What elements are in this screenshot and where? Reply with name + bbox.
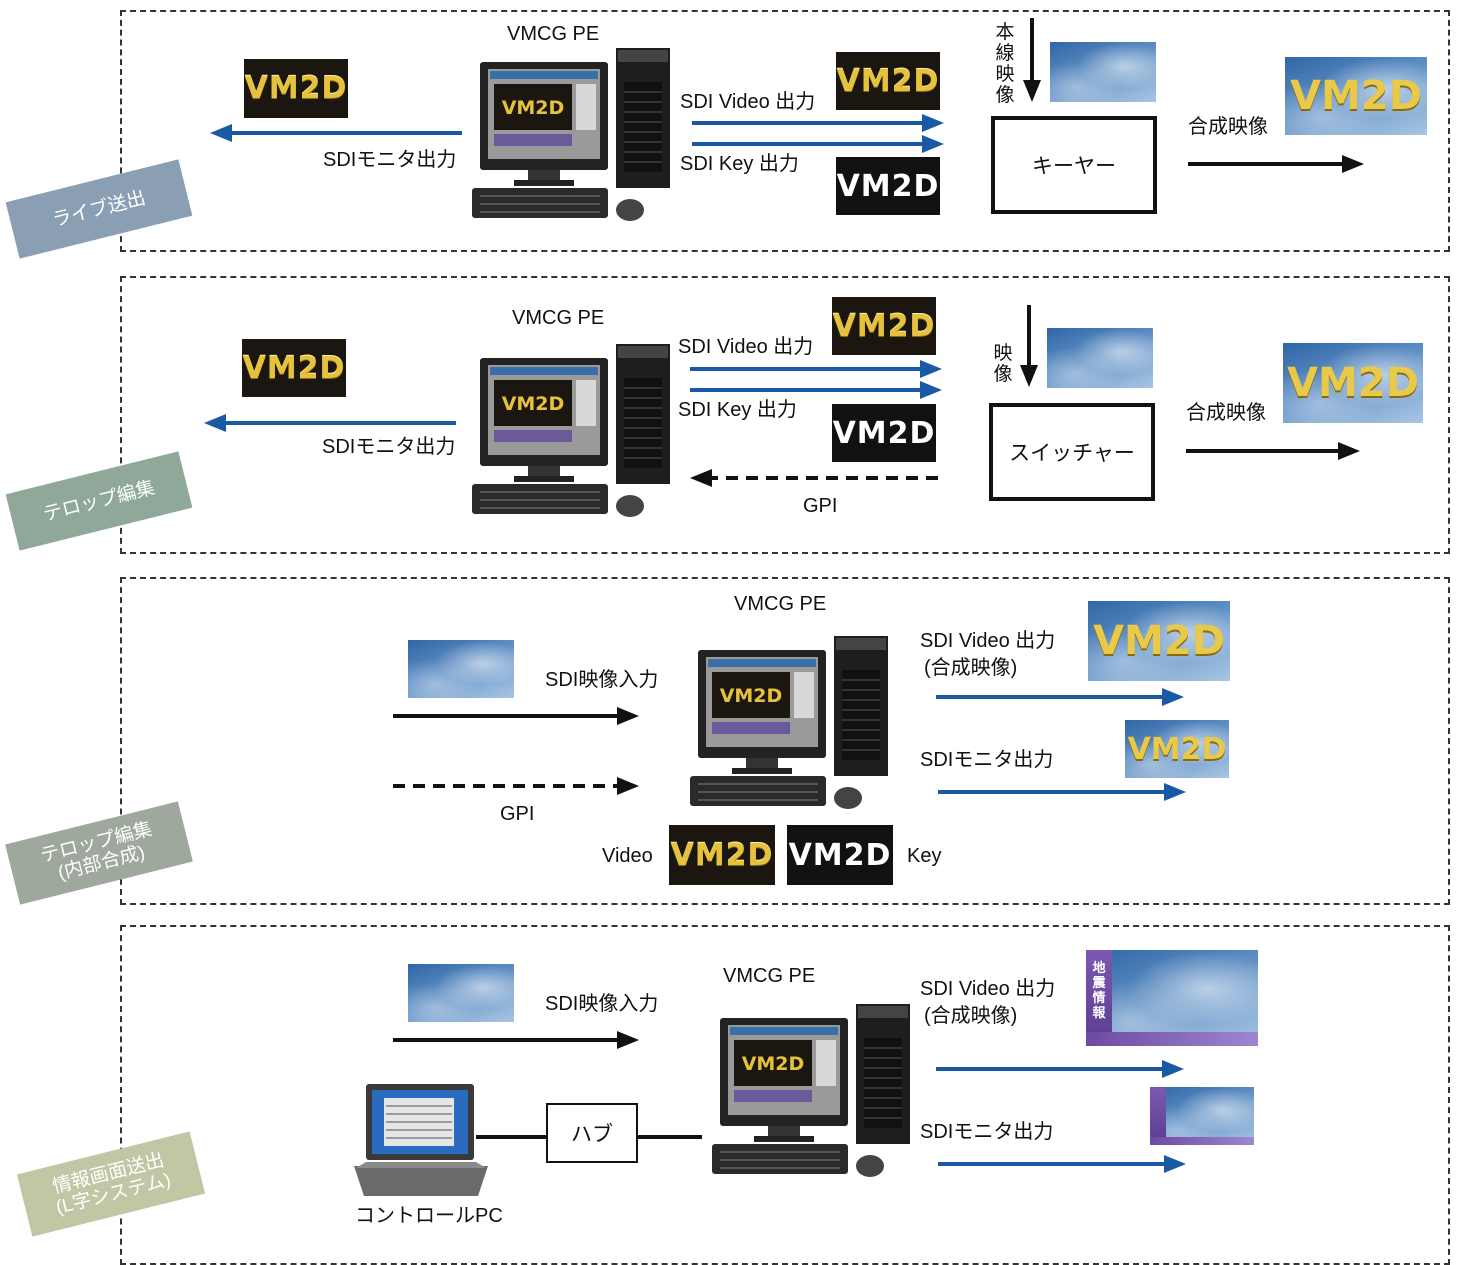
keyer-box: キーヤー [991, 116, 1157, 214]
video-output-label: SDI Video 出力 [678, 336, 814, 358]
gpi-arrow [690, 469, 938, 487]
monitor-output-arrow [204, 414, 456, 432]
composite-thumbnail: VM2D [1088, 601, 1230, 681]
input-label: SDI映像入力 [545, 993, 659, 1015]
monitor-output-arrow [938, 783, 1186, 801]
input-label-vertical: 本線映像 [995, 22, 1015, 106]
input-label-vertical: 映像 [993, 343, 1013, 385]
workstation-image [471, 47, 671, 222]
video-output-label: SDI Video 出力 (合成映像) [920, 978, 1056, 1027]
lshape-title: 地震情報 [1092, 960, 1106, 1020]
network-line-right [638, 1135, 702, 1139]
computer-label: VMCG PE [723, 965, 816, 987]
monitor-output-label: SDIモニタ出力 [920, 749, 1054, 771]
input-arrow [1020, 305, 1038, 387]
logo-badge-video: VM2D [832, 297, 936, 355]
monitor-output-label: SDIモニタ出力 [322, 436, 456, 458]
computer-label: VMCG PE [512, 307, 605, 329]
workstation-image [471, 343, 671, 518]
composite-label: 合成映像 [1188, 116, 1268, 138]
logo-badge-key: VM2D [787, 825, 893, 885]
logo-badge-monitor: VM2D [244, 59, 348, 118]
logo-badge-monitor: VM2D [242, 339, 346, 397]
gpi-label: GPI [803, 495, 838, 517]
logo-badge-key: VM2D [836, 157, 940, 215]
video-output-arrow [936, 688, 1184, 706]
control-pc-laptop [354, 1084, 488, 1196]
composite-thumbnail: VM2D [1283, 343, 1423, 423]
gpi-arrow [393, 777, 639, 795]
monitor-output-label: SDIモニタ出力 [920, 1121, 1054, 1143]
hub-box: ハブ [546, 1103, 638, 1163]
input-video-thumbnail [408, 964, 514, 1022]
key-output-label: SDI Key 出力 [678, 399, 797, 421]
composite-output-arrow [1188, 155, 1364, 173]
logo-badge-video: VM2D [669, 825, 775, 885]
computer-label: VMCG PE [734, 593, 827, 615]
video-output-label: SDI Video 出力 (合成映像) [920, 630, 1056, 679]
workstation-image [711, 1003, 911, 1178]
switcher-box: スイッチャー [989, 403, 1155, 501]
monitor-thumbnail: VM2D [1125, 720, 1229, 778]
input-arrow [393, 1031, 639, 1049]
input-arrow [393, 707, 639, 725]
section-telop-internal-frame [120, 577, 1450, 905]
key-label: Key [907, 845, 942, 867]
logo-badge-video: VM2D [836, 52, 940, 110]
input-video-thumbnail [1047, 328, 1153, 388]
monitor-output-arrow [210, 124, 462, 142]
video-output-arrow [692, 114, 944, 153]
computer-label: VMCG PE [507, 23, 600, 45]
video-label: Video [602, 845, 653, 867]
lshape-monitor-thumbnail [1150, 1087, 1254, 1145]
input-video-thumbnail [408, 640, 514, 698]
workstation-image [689, 635, 889, 810]
composite-thumbnail: VM2D [1285, 57, 1427, 135]
composite-label: 合成映像 [1186, 402, 1266, 424]
section-live-output-frame [120, 10, 1450, 252]
video-output-label: SDI Video 出力 [680, 91, 816, 113]
key-output-label: SDI Key 出力 [680, 153, 799, 175]
composite-output-arrow [1186, 442, 1360, 460]
monitor-output-arrow [938, 1155, 1186, 1173]
video-output-arrow [690, 360, 942, 399]
monitor-output-label: SDIモニタ出力 [323, 149, 457, 171]
input-video-thumbnail [1050, 42, 1156, 102]
input-label: SDI映像入力 [545, 669, 659, 691]
network-line-left [476, 1135, 548, 1139]
gpi-label: GPI [500, 803, 535, 825]
section-telop-edit-frame [120, 276, 1450, 554]
input-arrow [1023, 18, 1041, 102]
control-pc-label: コントロールPC [355, 1205, 503, 1227]
video-output-arrow [936, 1060, 1184, 1078]
lshape-composite-thumbnail: 地震情報 [1086, 950, 1258, 1046]
logo-badge-key: VM2D [832, 404, 936, 462]
